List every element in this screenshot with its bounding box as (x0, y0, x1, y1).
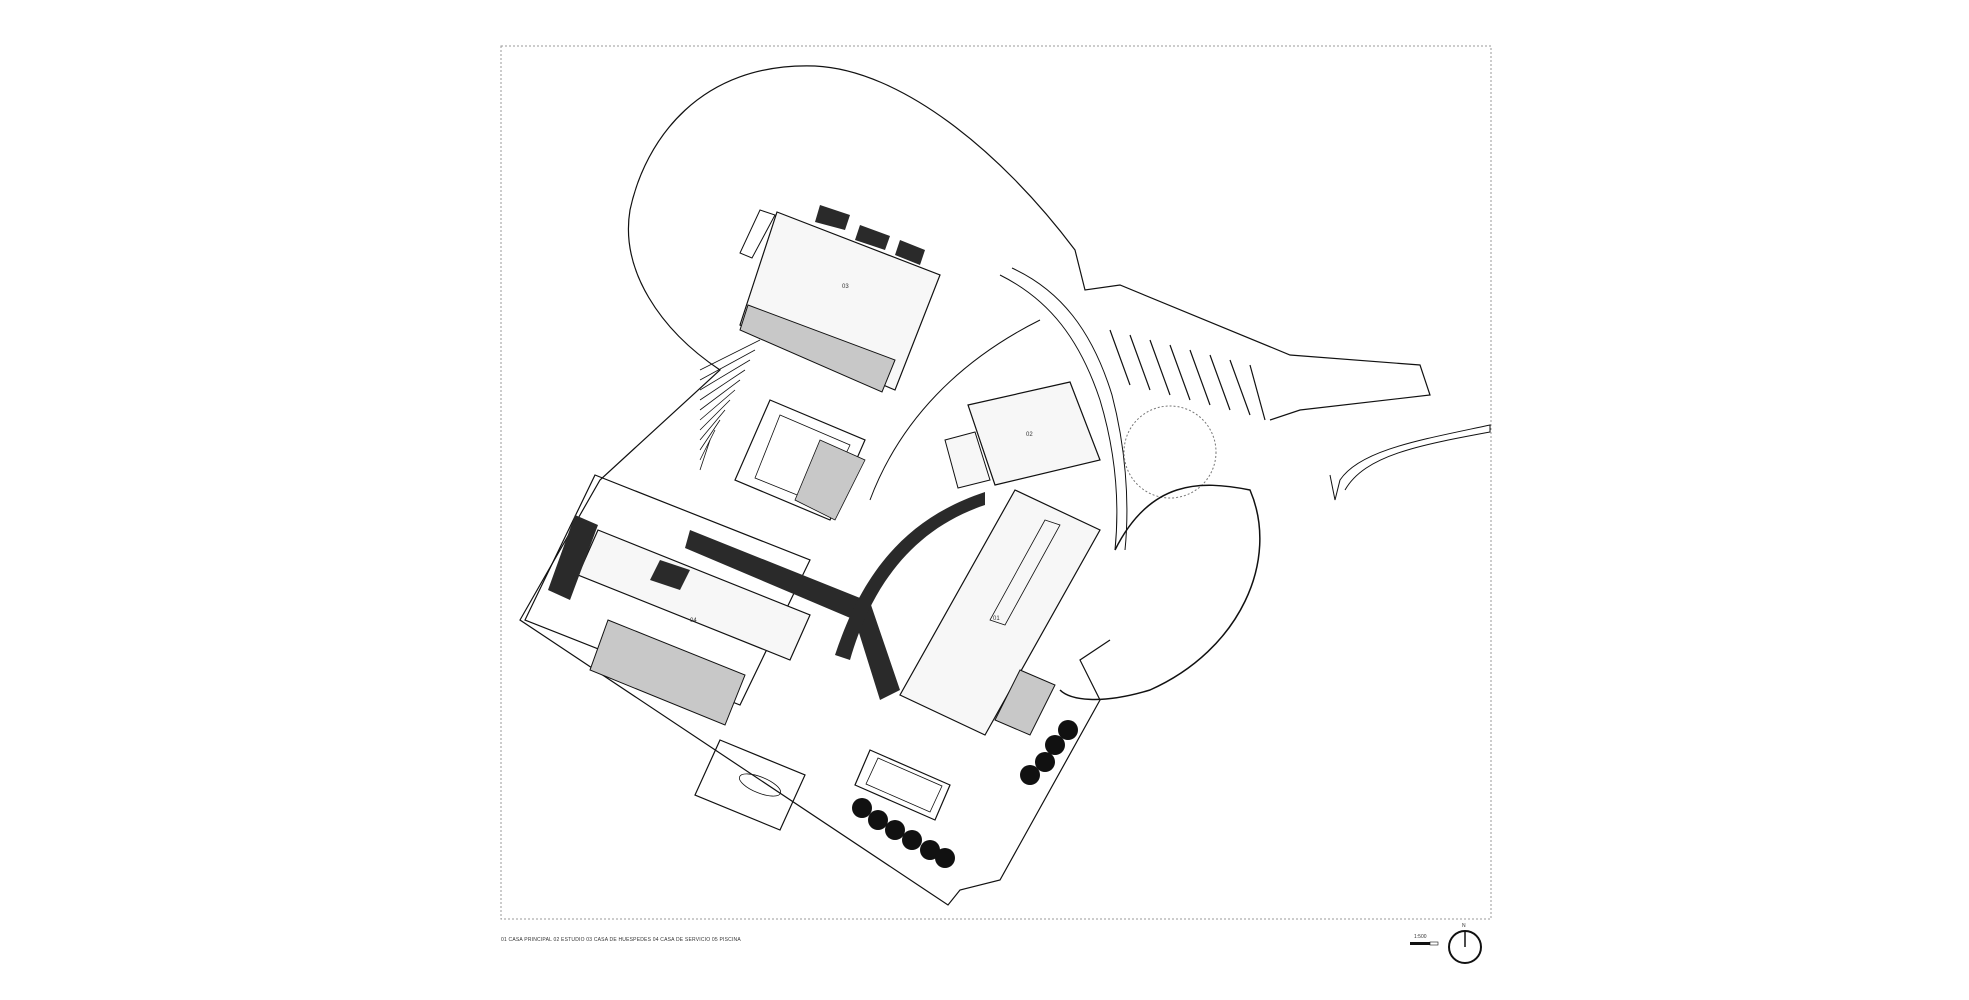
path-curve (869, 319, 1041, 501)
driveway-inner (1011, 267, 1128, 551)
north-arrow: N (1448, 923, 1482, 964)
scale-bar: 1:500 (1410, 934, 1439, 946)
trees (852, 720, 1078, 868)
site-boundary (519, 65, 1111, 906)
north-label: N (1462, 923, 1466, 929)
building-03-label: 03 (842, 284, 849, 290)
scale-label: 1:500 (1414, 934, 1427, 940)
parking-bays (1109, 329, 1266, 421)
building-01: 01 (899, 489, 1101, 736)
road-east (1329, 424, 1491, 501)
driveway (999, 274, 1118, 551)
building-03: 03 (739, 205, 941, 393)
stairs-west (699, 339, 761, 471)
building-02-label: 02 (1026, 432, 1033, 438)
site-boundary-north (814, 65, 1431, 421)
building-04-label: 04 (690, 618, 697, 624)
building-01-label: 01 (993, 616, 1000, 622)
pergola (694, 739, 806, 831)
drawing-frame (500, 45, 1492, 920)
turning-circle (1123, 405, 1217, 499)
walkway-curve (835, 492, 985, 660)
building-02: 02 (944, 381, 1101, 489)
courtyard-pool (734, 399, 866, 521)
garden-curve (1059, 484, 1261, 701)
building-04: 04 (524, 474, 811, 726)
pool-south (854, 749, 951, 821)
plan-legend: 01 CASA PRINCIPAL 02 ESTUDIO 03 CASA DE … (501, 937, 741, 943)
